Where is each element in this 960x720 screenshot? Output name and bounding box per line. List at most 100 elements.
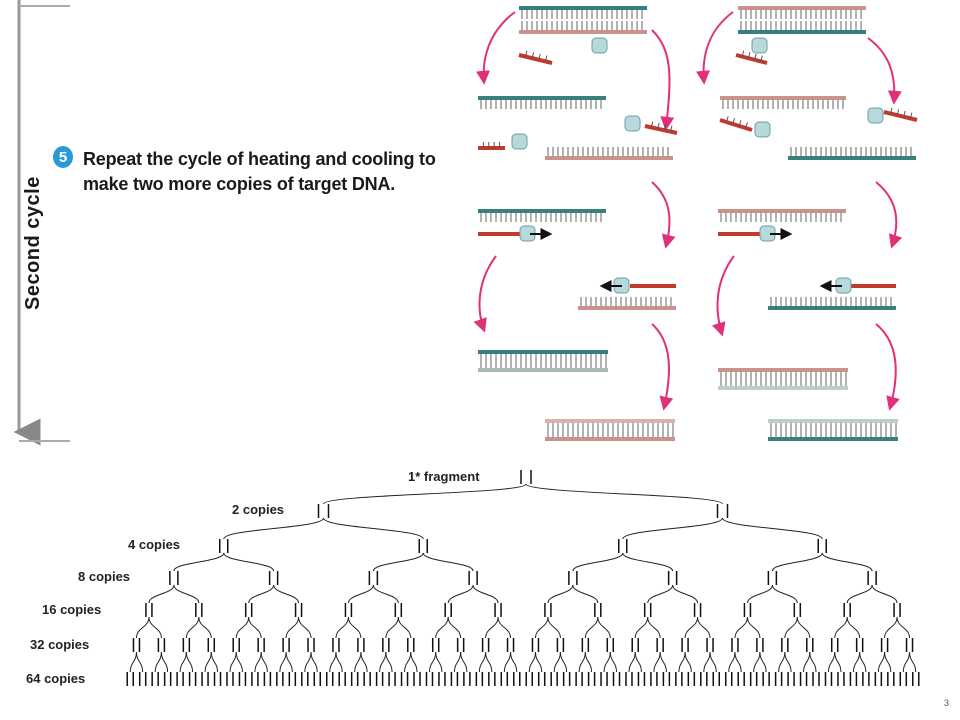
tree-node: [431, 638, 440, 652]
tree-node: [344, 603, 353, 617]
tree-node: [325, 672, 334, 686]
tree-branch: [435, 616, 449, 639]
duplex-left-a-bottom: [478, 368, 608, 372]
duplex-left-a: [478, 350, 608, 372]
tree-node: [219, 539, 229, 553]
tree-node: [743, 603, 752, 617]
tree-branch: [223, 552, 275, 572]
primer-right-r2-b: [883, 110, 918, 122]
tree-node: [581, 638, 590, 652]
tree-node: [556, 638, 565, 652]
tree-branch: [553, 651, 561, 673]
tree-branch: [472, 584, 499, 604]
step-number-badge: 5: [53, 146, 73, 168]
duplex-left-a-base-pairs: [480, 354, 607, 368]
tree-node: [176, 672, 184, 686]
tree-branch: [285, 616, 300, 639]
tree-node: [618, 539, 628, 553]
tree-node: [182, 638, 191, 652]
tree-branch: [603, 651, 611, 673]
tree-node: [313, 672, 322, 686]
tree-branch: [372, 584, 399, 604]
tree-node: [481, 638, 490, 652]
dna-right-r1-top-backbone: [738, 6, 866, 10]
dna-left-r3-top-bases: [480, 213, 602, 222]
tree-branch: [678, 651, 686, 673]
tree-node: [500, 672, 509, 686]
tree-branch: [428, 651, 437, 673]
dna-left-r4-bottom: [578, 297, 676, 310]
tree-node: [855, 638, 864, 652]
tree-node: [151, 672, 159, 686]
tree-branch: [852, 651, 861, 673]
polymerase-right-r2-a: [754, 121, 771, 138]
tree-branch: [672, 584, 699, 604]
tree-node: [357, 638, 365, 652]
tree-node: [662, 672, 671, 686]
tree-branch: [584, 651, 593, 673]
tree-node: [244, 603, 253, 617]
tree-node: [737, 672, 745, 686]
tree-branch: [746, 616, 761, 639]
dna-right-r2-strand-a-backbone: [720, 96, 846, 100]
tree-branch: [260, 651, 268, 673]
duplex-right-a-top: [718, 368, 848, 372]
arrow-left-r4-b: [651, 323, 674, 411]
tree-branch: [379, 651, 387, 673]
tree-node: [307, 638, 315, 652]
tree-node: [413, 672, 421, 686]
tree-node: [251, 672, 259, 686]
tree-branch: [173, 552, 225, 572]
tree-branch: [834, 651, 842, 673]
extension-right-r3: [718, 232, 763, 236]
tree-node: [843, 603, 851, 617]
dna-left-r2-strand-b-backbone: [545, 156, 673, 160]
tree-branch: [534, 616, 549, 639]
tree-branch: [154, 651, 162, 673]
tree-branch: [771, 584, 798, 604]
tree-branch: [354, 651, 362, 673]
primer-right-r2-a-bases: [725, 116, 748, 129]
tree-node: [494, 603, 502, 617]
tree-node: [762, 672, 770, 686]
tree-branch: [447, 584, 474, 604]
tree-branch: [884, 651, 892, 673]
tree-node: [456, 638, 465, 652]
tree-node: [400, 672, 409, 686]
tree-node: [238, 672, 247, 686]
tree-branch: [559, 651, 568, 673]
tree-node: [418, 539, 428, 553]
tree-branch: [329, 651, 337, 673]
dna-left-r1-bottom-bases: [521, 21, 643, 30]
tree-node: [226, 672, 234, 686]
level-label-4: 4 copies: [128, 537, 181, 552]
tree-node: [643, 603, 652, 617]
tree-node: [201, 672, 209, 686]
cycle-bracket: [13, 0, 70, 446]
tree-node: [681, 638, 689, 652]
tree-branch: [285, 651, 293, 673]
tree-branch: [834, 616, 848, 639]
tree-node: [606, 638, 615, 652]
tree-node: [594, 603, 602, 617]
tree-branch: [846, 584, 873, 604]
tree-branch: [273, 584, 300, 604]
tree-branch: [821, 552, 873, 572]
tree-node: [625, 672, 633, 686]
tree-node: [463, 672, 471, 686]
tree-node: [817, 539, 827, 553]
tree-node: [444, 603, 452, 617]
tree-node: [756, 638, 764, 652]
tree-node: [282, 638, 290, 652]
dna-left-r3-top: [478, 209, 606, 222]
level-label-16: 16 copies: [42, 602, 102, 617]
tree-branch: [173, 584, 200, 604]
tree-branch: [753, 651, 761, 673]
tree-branch: [759, 651, 767, 673]
primer-left-r2-b: [644, 124, 678, 135]
tree-branch: [397, 616, 412, 639]
tree-branch: [697, 616, 711, 639]
tree-node: [575, 672, 583, 686]
dna-left-r1-bottom-backbone: [519, 30, 647, 34]
primer-right-r1-bases: [741, 50, 763, 62]
